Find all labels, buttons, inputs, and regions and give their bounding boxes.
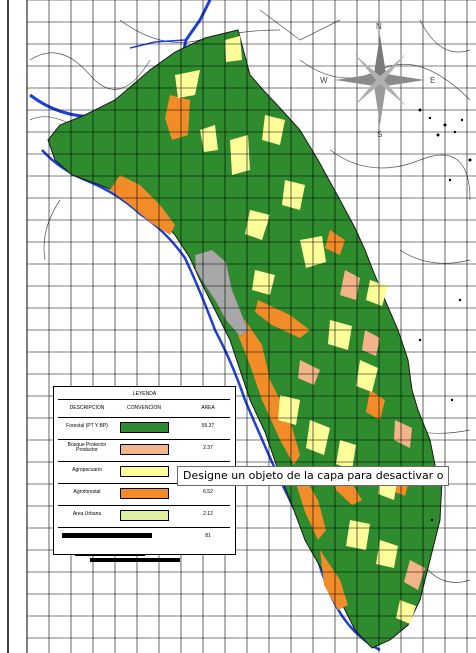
compass-rose-icon: [335, 35, 425, 125]
compass-west-label: W: [320, 76, 328, 85]
legend-row: Agroforestal 6.52: [58, 483, 230, 500]
legend-row-description: Area Urbana: [72, 510, 102, 517]
legend-total-value: 81: [205, 533, 211, 539]
legend-row-area: 2.12: [203, 511, 213, 517]
legend-total-row: 81: [58, 527, 230, 544]
compass-south-label: S: [377, 130, 383, 139]
legend-row-description: Bosque Protector Productor: [67, 442, 107, 453]
compass-north-label: N: [376, 22, 382, 31]
legend-row-description: Agropecuario: [72, 466, 102, 473]
legend-header-description: DESCRIPCION: [69, 404, 105, 411]
layer-tooltip: Designe un objeto de la capa para desact…: [177, 466, 450, 486]
legend-row-swatch: [120, 510, 169, 521]
legend-title: LEYENDA: [132, 391, 157, 397]
legend-row-area: 55.37: [201, 423, 215, 429]
legend-row-swatch: [120, 488, 169, 499]
legend-row: Agropecuario: [58, 461, 230, 478]
redacted-label: [62, 533, 152, 538]
legend-row-area: 2.37: [203, 445, 213, 451]
legend-row-description: Agroforestal: [73, 488, 101, 495]
legend-row-swatch: [120, 444, 169, 455]
legend-header-area: AREA: [201, 405, 215, 411]
legend-row: Area Urbana 2.12: [58, 505, 230, 522]
legend-row-swatch: [120, 422, 169, 433]
legend-row: Forestal (PT Y BP) 55.37: [58, 417, 230, 434]
legend-row: Bosque Protector Productor 2.37: [58, 439, 230, 456]
legend-header-convention: CONVENCION: [127, 404, 161, 411]
legend-header-row: DESCRIPCION CONVENCION AREA: [58, 399, 230, 416]
compass-east-label: E: [430, 76, 436, 85]
legend-row-swatch: [120, 466, 169, 477]
legend-row-area: 6.52: [203, 489, 213, 495]
legend-row-description: Forestal (PT Y BP): [66, 422, 108, 429]
